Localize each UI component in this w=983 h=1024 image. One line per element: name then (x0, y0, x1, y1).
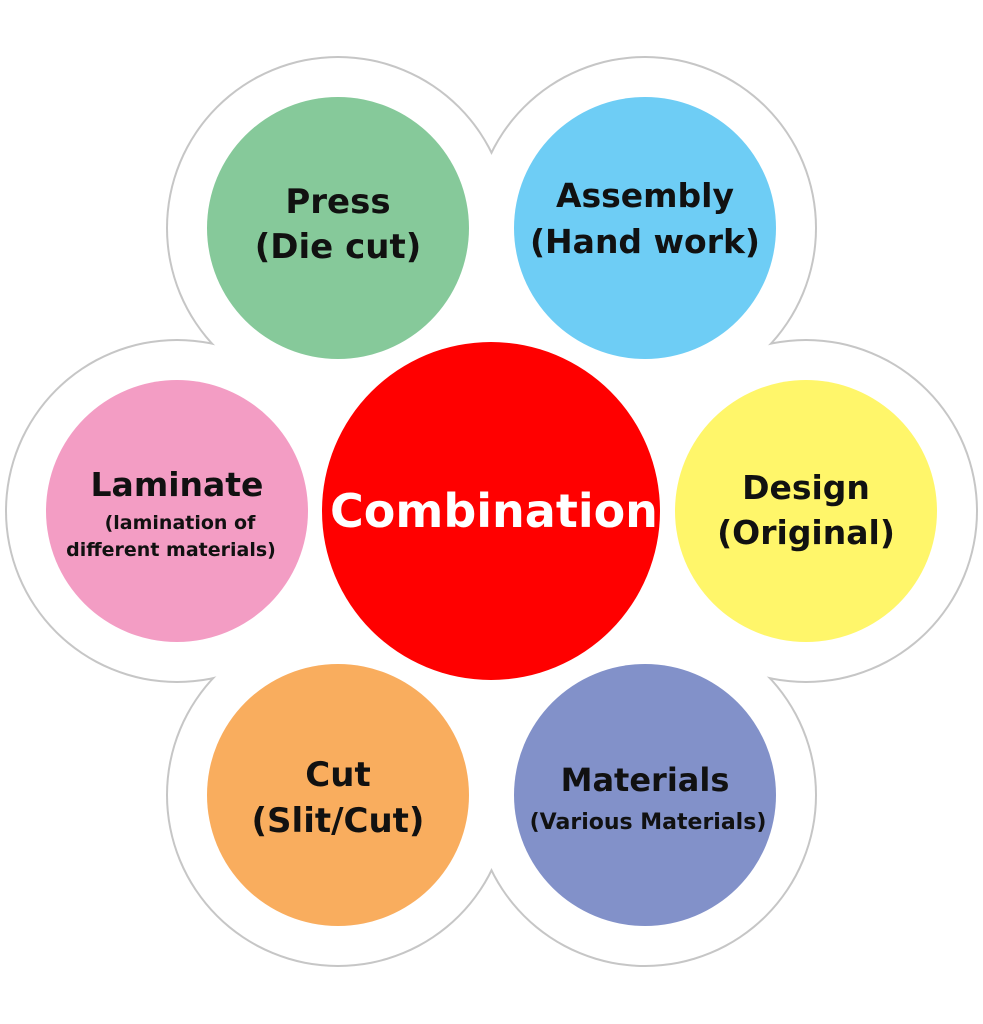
node-press-sub: (Die cut) (255, 227, 421, 267)
node-design-circle (675, 380, 937, 642)
node-materials-sub: (Various Materials) (530, 810, 767, 835)
node-cut-circle (207, 664, 469, 926)
node-laminate-title: Laminate (91, 465, 264, 504)
center-circle (322, 342, 660, 680)
node-laminate-sub1: (lamination of (105, 512, 257, 534)
node-design: Design (Original) (675, 380, 937, 642)
node-assembly-title: Assembly (556, 176, 734, 215)
node-materials: Materials (Various Materials) (514, 664, 776, 926)
center-label: Combination (330, 484, 658, 538)
node-design-title: Design (742, 468, 870, 507)
node-materials-circle (514, 664, 776, 926)
node-laminate: Laminate (lamination of different materi… (46, 380, 308, 642)
node-materials-title: Materials (561, 761, 730, 799)
node-press-title: Press (285, 182, 390, 222)
node-cut-sub: (Slit/Cut) (252, 801, 425, 841)
node-laminate-circle (46, 380, 308, 642)
node-cut-title: Cut (305, 755, 370, 795)
node-press: Press (Die cut) (207, 97, 469, 359)
node-assembly: Assembly (Hand work) (514, 97, 776, 359)
node-assembly-circle (514, 97, 776, 359)
node-cut: Cut (Slit/Cut) (207, 664, 469, 926)
center-node: Combination (322, 342, 660, 680)
node-assembly-sub: (Hand work) (530, 222, 760, 261)
node-laminate-sub2: different materials) (66, 539, 276, 561)
node-press-circle (207, 97, 469, 359)
node-design-sub: (Original) (717, 513, 895, 552)
